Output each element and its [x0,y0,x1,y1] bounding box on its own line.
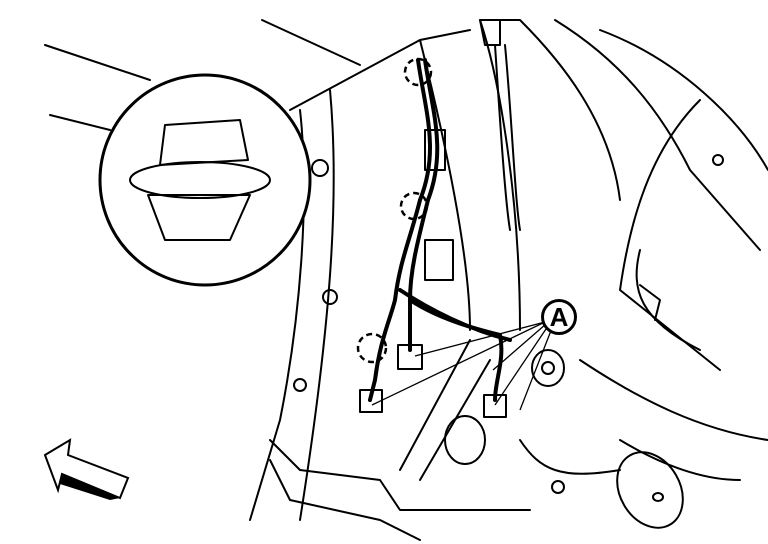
callout-leaders [371,321,553,411]
wire-harness [359,58,512,418]
callout-label-a: A [541,299,577,335]
clip-detail-magnifier-icon [98,73,312,287]
front-direction-arrow-icon [43,438,130,500]
clip-locations [356,57,433,364]
body-panel-outline [44,19,768,541]
